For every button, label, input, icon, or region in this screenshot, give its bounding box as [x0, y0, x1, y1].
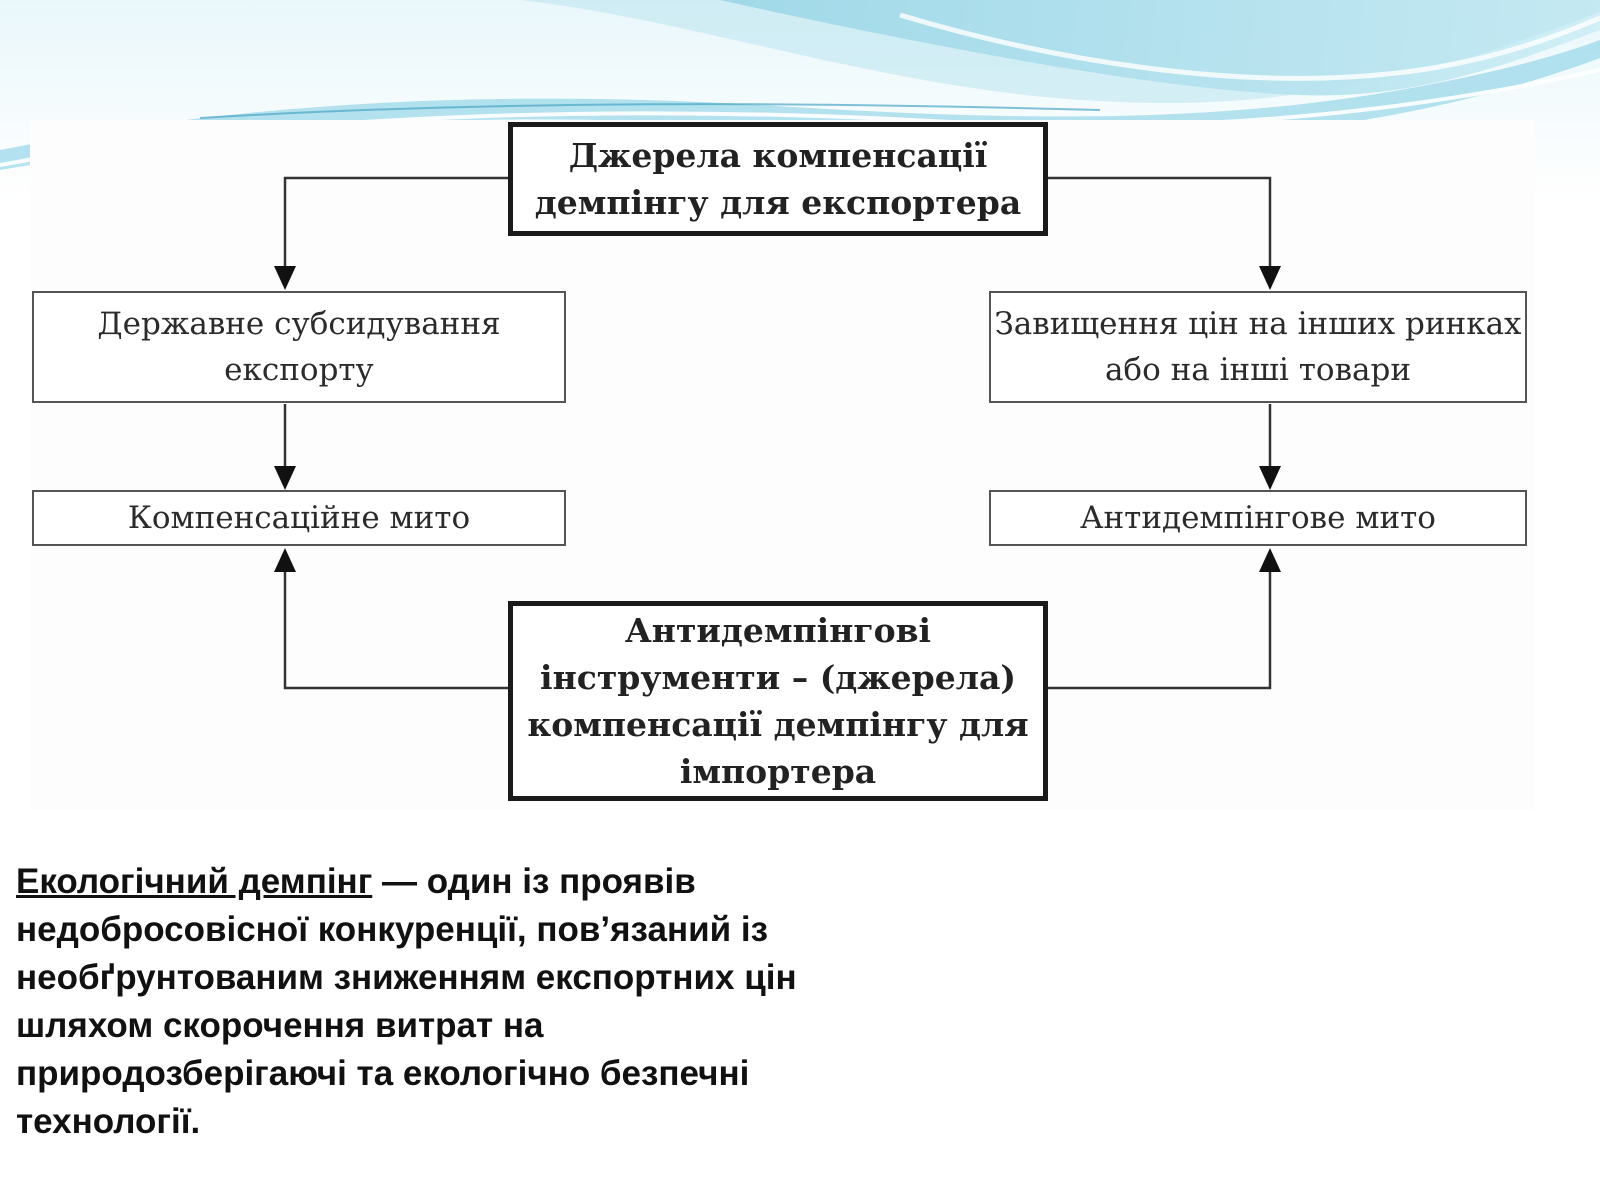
arrow-head-up-left [274, 548, 296, 572]
connector-source-to-left [283, 176, 510, 268]
left-measure-box-label: Компенсаційне мито [127, 500, 471, 536]
arrow-head-down-left-2 [274, 466, 296, 490]
source-box: Джерела компенсації демпінгу для експорт… [508, 122, 1048, 236]
definition-body: — один із проявів недобросовісної конкур… [16, 862, 797, 1141]
connector-instruments-to-right [1045, 570, 1272, 690]
connector-source-to-right [1045, 176, 1272, 268]
left-measure-box: Компенсаційне мито [32, 490, 566, 546]
definition-term: Екологічний демпінг [16, 862, 373, 901]
flow-connectors [274, 176, 1281, 690]
instruments-box-label: Антидемпінгові інструменти – (джерела) к… [527, 611, 1029, 791]
left-cause-box-label: Державне субсидування експорту [97, 306, 501, 388]
connector-instruments-to-left [283, 570, 510, 690]
definition-paragraph: Екологічний демпінг — один із проявів не… [16, 858, 836, 1146]
left-cause-box: Державне субсидування експорту [32, 291, 566, 403]
arrow-head-down-right-2 [1259, 466, 1281, 490]
arrow-head-down-right [1259, 266, 1281, 290]
right-measure-box-label: Антидемпінгове мито [1080, 500, 1436, 536]
instruments-box: Антидемпінгові інструменти – (джерела) к… [508, 601, 1048, 801]
source-box-label: Джерела компенсації демпінгу для експорт… [534, 136, 1022, 222]
arrow-head-down-left [274, 266, 296, 290]
right-cause-box-label: Завищення цін на інших ринках або на інш… [994, 306, 1522, 388]
right-cause-box: Завищення цін на інших ринках або на інш… [989, 291, 1527, 403]
arrow-head-up-right [1259, 548, 1281, 572]
right-measure-box: Антидемпінгове мито [989, 490, 1527, 546]
